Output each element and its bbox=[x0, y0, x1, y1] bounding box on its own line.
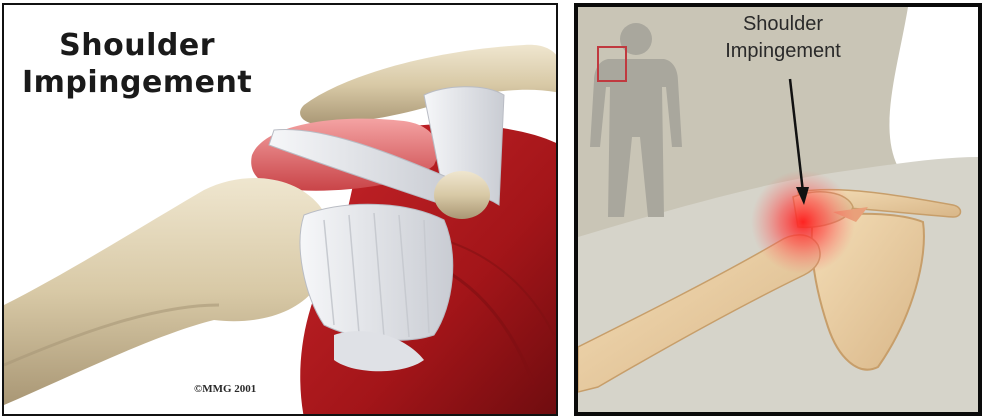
copyright-notice: ©MMG 2001 bbox=[194, 383, 256, 395]
impingement-diagram-graphic bbox=[578, 7, 978, 412]
shoulder-impingement-diagram: Shoulder Impingement bbox=[574, 3, 982, 416]
diagram-title-line-1: Shoulder bbox=[678, 11, 888, 38]
shoulder-anatomy-illustration: Shoulder Impingement ©MMG 2001 bbox=[2, 3, 558, 416]
diagram-title-line-2: Impingement bbox=[678, 38, 888, 65]
title-line-2: Impingement bbox=[22, 64, 252, 101]
diagram-title: Shoulder Impingement bbox=[678, 11, 888, 65]
illustration-title: Shoulder Impingement bbox=[22, 27, 252, 101]
body-silhouette-icon bbox=[590, 23, 682, 217]
rotator-cuff-tendon bbox=[300, 204, 453, 340]
coracoid-process bbox=[434, 171, 490, 219]
title-line-1: Shoulder bbox=[22, 27, 252, 64]
humerus-bone bbox=[4, 178, 332, 405]
